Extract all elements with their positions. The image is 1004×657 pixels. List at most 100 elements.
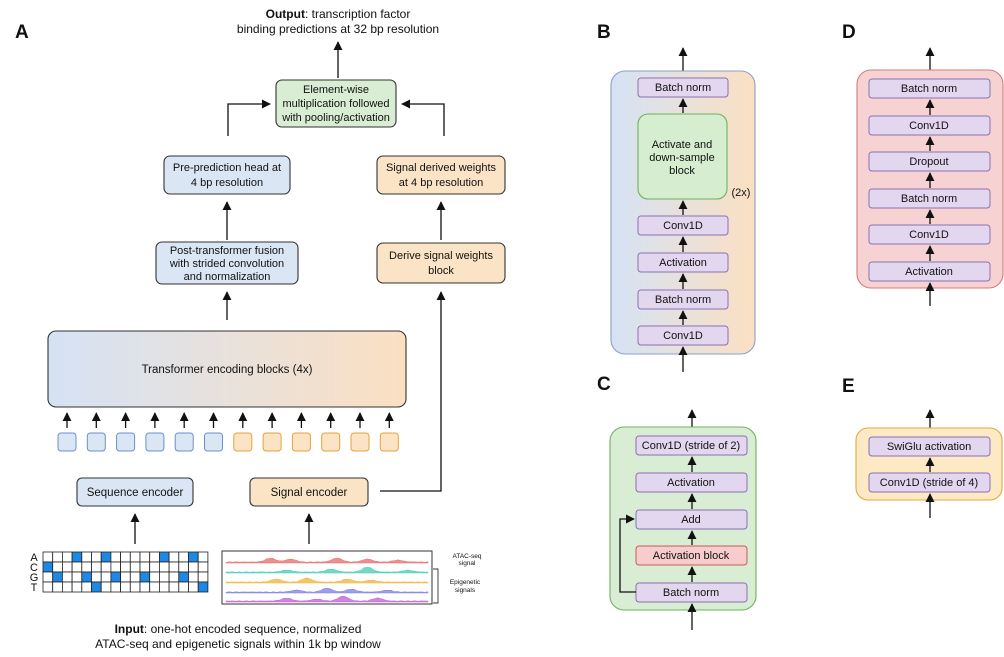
onehot-cell [149,571,160,583]
signal-track [225,587,429,594]
input-caption-line1: Input: one-hot encoded sequence, normali… [115,622,362,636]
epi-label-line1: Epigenetic [450,579,481,586]
d-block-batch-norm-label: Batch norm [901,193,957,205]
b-activate-line3: block [669,165,695,177]
d-block-conv1d-top [868,115,991,136]
post-transformer-line3: and normalization [184,271,271,283]
onehot-cell [129,551,141,563]
onehot-cell [149,581,160,593]
onehot-cell [91,561,102,573]
onehot-cell [71,571,83,583]
onehot-cell [52,581,63,593]
onehot-cell [71,561,83,573]
b-block-conv1d-b [637,325,729,346]
signal-token [291,432,311,452]
post-transformer-line2: with strided convolution [169,258,284,270]
sequence-token [174,432,194,452]
d-block-conv1d-label: Conv1D [909,229,949,241]
onehot-cell [91,581,102,593]
signal-tracks-frame [221,550,433,605]
c-block-batch-norm-label: Batch norm [663,587,719,599]
onehot-cell [100,571,112,583]
onehot-cell [100,561,112,573]
d-block-activation-label: Activation [905,266,953,278]
panel-label-a: A [15,22,29,43]
onehot-cell [110,561,122,573]
pre-prediction-line1: Pre-prediction head at [173,162,281,174]
sequence-encoder-label: Sequence encoder [87,487,184,499]
signal-token [233,432,253,452]
signal-encoder-box [249,477,369,507]
onehot-cell [168,551,180,563]
arrow-signal-to-derive [380,291,446,492]
onehot-cell [149,551,160,563]
signal-encoder-label: Signal encoder [271,487,348,499]
onehot-cell [120,581,131,593]
signal-weights-line1: Signal derived weights [386,162,497,174]
c-block-activation [635,472,748,493]
output-caption-line1: Output: transcription factor [266,7,411,21]
d-block-conv1d-top-label: Conv1D [909,120,949,132]
onehot-cell [62,571,73,583]
onehot-grid [42,551,209,593]
onehot-cell [52,551,63,563]
onehot-cell [120,571,131,583]
d-block-batch-norm [868,188,991,209]
onehot-cell [129,571,141,583]
signal-token [379,432,399,452]
token-row [57,412,399,452]
e-block-conv1d-stride4 [868,472,991,493]
transformer-box [47,330,407,408]
onehot-cell [42,561,54,573]
onehot-cell [188,551,199,563]
onehot-cell [81,581,92,593]
b-block-batch-norm [637,289,729,310]
onehot-cell [158,551,170,563]
d-block-batch-norm-top [868,78,991,99]
signal-track [225,577,429,584]
signal-track [225,567,429,574]
sequence-token [116,432,136,452]
signal-track [225,595,429,603]
onehot-cell [158,581,170,593]
onehot-cell [129,561,141,573]
element-wise-box [275,79,397,128]
onehot-cell [178,581,189,593]
panel-label-b: B [597,22,611,43]
panel-label-d: D [842,22,856,43]
epi-label-line2: signals [455,587,476,594]
onehot-cell [71,551,83,563]
onehot-cell [91,571,102,583]
signal-token [350,432,370,452]
onehot-cell [110,571,122,583]
sequence-token [86,432,106,452]
base-label-g: G [30,572,39,584]
onehot-cell [168,561,180,573]
onehot-cell [110,581,122,593]
b-block-conv1d-a-label: Conv1D [663,220,703,232]
d-block-activation [868,261,991,282]
onehot-cell [197,561,209,573]
onehot-cell [188,571,199,583]
b-repeat-label: (2x) [732,187,751,199]
e-block-swiglu-label: SwiGlu activation [887,441,971,453]
sequence-token [145,432,165,452]
base-label-c: C [30,562,38,574]
onehot-cell [120,561,131,573]
b-activate-line1: Activate and [652,139,713,151]
onehot-cell [110,551,122,563]
d-block-dropout-label: Dropout [909,156,948,168]
onehot-cell [52,571,63,583]
input-caption-line2: ATAC-seq and epigenetic signals within 1… [95,637,381,651]
b-block-conv1d-b-label: Conv1D [663,330,703,342]
onehot-cell [52,561,63,573]
b-block-batch-norm-top-label: Batch norm [655,82,711,94]
base-label-t: T [31,582,38,594]
onehot-cell [158,571,170,583]
signal-track [225,557,429,564]
onehot-cell [139,551,151,563]
c-block-add-label: Add [681,514,701,526]
output-caption-line2: binding predictions at 32 bp resolution [237,22,439,36]
onehot-cell [139,561,151,573]
transformer-label: Transformer encoding blocks (4x) [142,364,313,376]
